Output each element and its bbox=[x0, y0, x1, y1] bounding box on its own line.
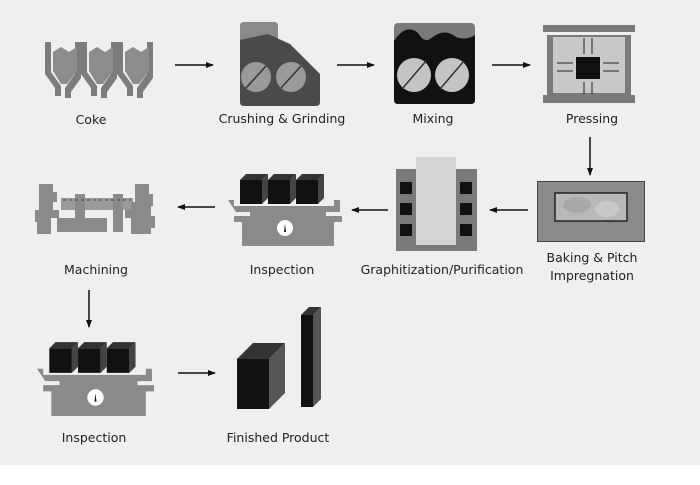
baking-label-line2: Impregnation bbox=[550, 268, 634, 283]
step-label-coke: Coke bbox=[75, 112, 107, 127]
step-label-mixing: Mixing bbox=[412, 111, 454, 126]
inspection-scale-icon bbox=[37, 342, 154, 416]
lathe-machining-icon bbox=[35, 184, 155, 234]
step-label-baking: Baking & Pitch Impregnation bbox=[547, 249, 638, 285]
inspection-scale-icon bbox=[228, 174, 342, 246]
step-label-graphitization: Graphitization/Purification bbox=[360, 262, 524, 277]
baking-label-line1: Baking & Pitch bbox=[546, 250, 638, 265]
step-label-crushing: Crushing & Grinding bbox=[218, 111, 346, 126]
baking-furnace-icon bbox=[537, 181, 645, 242]
step-label-finished: Finished Product bbox=[226, 430, 330, 445]
flow-arrows bbox=[86, 62, 593, 376]
graphitization-furnace-icon bbox=[396, 157, 477, 251]
crusher-icon bbox=[240, 22, 320, 106]
process-flow-diagram: Coke Crushing & Grinding Mixing Pressing bbox=[0, 0, 700, 465]
step-label-inspection-2: Inspection bbox=[61, 430, 127, 445]
coke-silos-icon bbox=[45, 42, 153, 98]
step-label-inspection-1: Inspection bbox=[249, 262, 315, 277]
press-icon bbox=[543, 25, 635, 103]
finished-product-blocks-icon bbox=[237, 307, 321, 409]
mixer-icon bbox=[394, 23, 475, 104]
step-label-pressing: Pressing bbox=[565, 111, 619, 126]
step-label-machining: Machining bbox=[64, 262, 128, 277]
